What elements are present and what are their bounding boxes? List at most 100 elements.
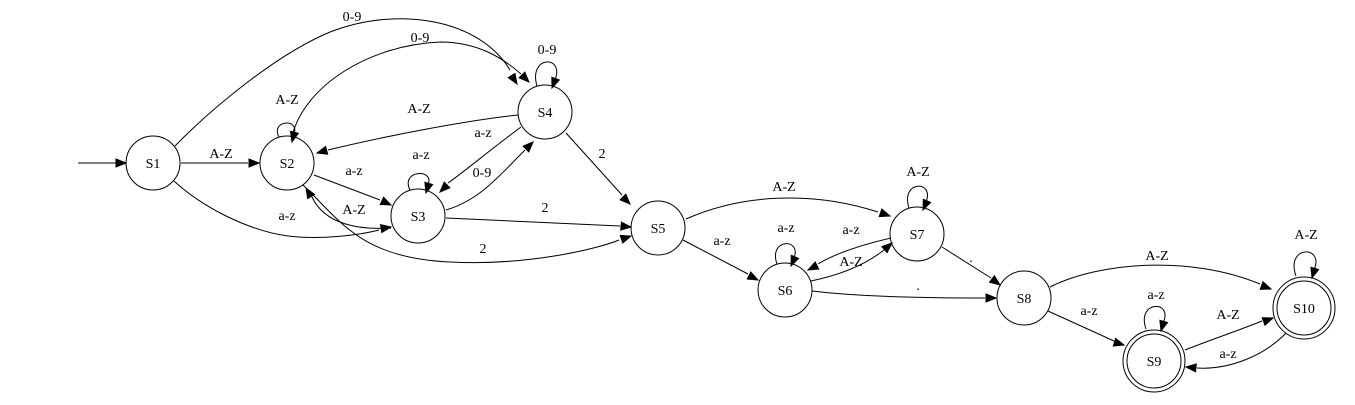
arrowhead [1184,363,1197,373]
accepting-inner-circle [1276,280,1332,336]
state-s2: S2 [259,135,315,191]
state-circle [125,135,181,191]
arrowhead [988,274,1002,286]
edge-line [941,246,992,279]
edge-s4-s5: 2 [565,132,631,205]
edge-s3-s4: 0-9 [445,141,534,211]
edge-label: 0-9 [343,10,362,25]
edge-s2-s3: a-z [313,164,393,206]
edge-label: 0-9 [538,43,557,58]
arrowhead [379,196,393,206]
edge-label: A-Z [342,203,365,218]
edge-s5-s7: A-Z [685,180,892,220]
edge-line [1143,306,1166,330]
state-label: S9 [1147,355,1162,370]
edge-line [407,173,430,191]
edge-label: 2 [480,242,487,257]
arrowhead [518,71,530,83]
edge-label: a-z [777,221,794,236]
state-circle [1122,329,1186,393]
edge-s2-s5: 2 [302,184,633,264]
edge-label: A-Z [1145,249,1168,264]
start-arrow [78,158,128,168]
state-label: S6 [778,284,793,299]
edge-line [1293,251,1317,277]
state-circle [517,84,573,140]
edge-label: . [916,279,920,294]
state-s3: S3 [390,188,446,244]
edge-line [810,249,885,282]
edge-line [565,132,623,196]
edge-line [445,217,621,227]
edge-s4-s2: A-Z [315,102,519,155]
state-s10: S10 [1272,276,1336,340]
edge-label: a-z [412,148,429,163]
state-circle [996,270,1052,326]
edge-s3-s5: 2 [445,201,633,231]
edge-line [291,41,522,137]
edge-label: a-z [345,164,362,179]
edge-label: a-z [1080,304,1097,319]
edge-line [313,174,381,201]
state-s6: S6 [757,262,813,318]
arrowhead [619,234,633,244]
edge-label: A-Z [275,93,298,108]
edge-s2-s2: A-Z [275,93,300,144]
edge-s8-s9: a-z [1047,304,1126,347]
edge-s10-s9: a-z [1184,332,1287,373]
edge-line [907,185,928,209]
edge-line [817,237,892,265]
edge-s7-s8: . [941,246,1002,286]
arrowhead [1261,317,1275,327]
state-circle [889,206,945,262]
arrowhead [985,293,998,303]
edge-label: a-z [713,234,730,249]
arrowhead [305,186,316,200]
state-circle [757,262,813,318]
edge-s6-s8: . [811,279,998,303]
arrowhead [880,242,894,254]
edge-line [535,61,558,87]
accepting-inner-circle [1126,333,1182,389]
edge-s1-s2: A-Z [181,147,261,168]
edge-line [1047,310,1115,342]
arrowhead [620,221,633,231]
state-label: S8 [1017,292,1032,307]
arrowhead [746,271,760,281]
arrowhead [619,193,631,205]
edge-line [276,122,296,138]
state-label: S2 [280,157,295,172]
state-circle [1272,276,1336,340]
edge-s4-s3: a-z [439,126,522,193]
arrowhead [1259,280,1273,290]
edge-label: 2 [542,201,549,216]
edge-line [1184,320,1263,351]
edge-label: A-Z [772,180,795,195]
edge-s2-s4: 0-9 [291,31,530,137]
arrowhead [522,141,534,153]
arrowhead [315,145,329,155]
edge-s10-s10: A-Z [1293,228,1320,280]
edge-label: a-z [278,209,295,224]
edge-s7-s6: a-z [806,223,892,271]
state-label: S3 [411,210,426,225]
edge-s4-s4: 0-9 [535,43,561,90]
edge-s3-s3: a-z [407,148,434,195]
edge-label: a-z [1147,288,1164,303]
edge-line [685,197,879,220]
state-s8: S8 [996,270,1052,326]
edge-s1-s4: 0-9 [174,10,518,147]
edges: A-Za-z0-9A-Za-z0-92a-zA-Z0-920-9A-Za-z2A… [78,10,1320,373]
state-circle [390,188,446,244]
edge-line [447,126,522,184]
arrowhead [1159,319,1169,333]
edge-s9-s9: a-z [1143,288,1169,333]
edge-line [173,180,380,238]
arrowhead [922,198,932,212]
edge-line [1196,332,1287,369]
edge-label: 2 [599,147,606,162]
edge-line [327,114,519,151]
edge-label: A-Z [1216,308,1239,323]
